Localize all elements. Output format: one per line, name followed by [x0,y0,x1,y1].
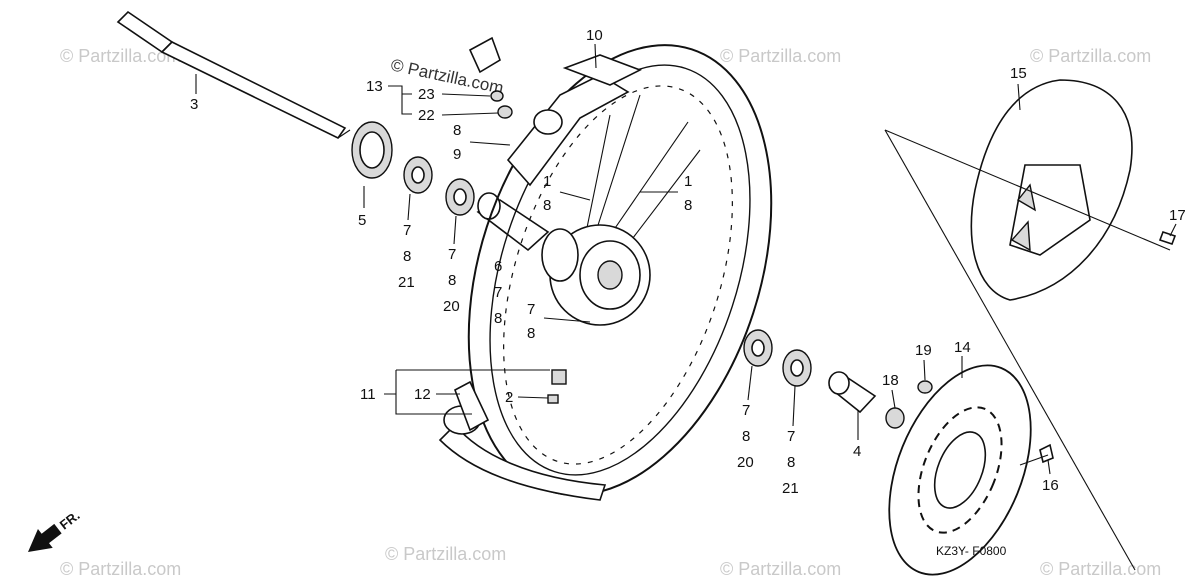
watermark: © Partzilla.com [720,559,841,579]
callout-7a: 7 [403,222,411,239]
callout-7f: 7 [787,428,795,445]
callout-8h: 8 [742,428,750,445]
watermark: © Partzilla.com [1030,46,1151,66]
callout-18: 18 [882,372,899,389]
callout-20a: 20 [443,298,460,315]
rim-lock [438,369,607,501]
callout-8b: 8 [543,197,551,214]
callout-8c: 8 [684,197,692,214]
callout-8i: 8 [787,454,795,471]
callout-8d: 8 [403,248,411,265]
callouts: 10 13 23 22 3 8 9 1 8 1 8 5 7 8 21 7 8 2… [190,27,1186,497]
callout-2: 2 [505,389,513,406]
axle [116,10,351,140]
callout-8g: 8 [527,325,535,342]
callout-7c: 7 [494,284,502,301]
watermark: © Partzilla.com [60,559,181,579]
callout-7e: 7 [742,402,750,419]
diagram-code: KZ3Y- F0800 [936,544,1007,558]
fasteners [885,230,1177,466]
callout-7d: 7 [527,301,535,318]
callout-6: 6 [494,258,502,275]
callout-21b: 21 [782,480,799,497]
brake-disc [888,364,1032,576]
watermark: © Partzilla.com [720,46,841,66]
callout-3: 3 [190,96,198,113]
callout-21a: 21 [398,274,415,291]
callout-11: 11 [360,386,376,403]
callout-10: 10 [586,27,603,44]
arrow-icon [28,523,62,552]
callout-9: 9 [453,146,461,163]
watermark: © Partzilla.com [60,46,181,66]
callout-19: 19 [915,342,932,359]
watermark: © Partzilla.com [1040,559,1161,579]
callout-22: 22 [418,107,435,124]
callout-12: 12 [414,386,431,403]
callout-16: 16 [1042,477,1059,494]
disc-guard [970,79,1133,301]
distance-collar [476,192,550,252]
wheel-assembly [467,44,773,496]
callout-8: 8 [453,122,461,139]
callout-1b: 1 [684,173,692,190]
dust-seal [351,121,393,179]
watermark: © Partzilla.com [385,544,506,564]
callout-1a: 1 [543,173,551,190]
callout-7b: 7 [448,246,456,263]
hub-tube [506,54,642,187]
callout-20b: 20 [737,454,754,471]
guide-lines [884,129,1171,571]
bearings [403,156,812,387]
callout-14: 14 [954,339,971,356]
callout-5: 5 [358,212,366,229]
callout-17: 17 [1169,207,1186,224]
callout-8e: 8 [448,272,456,289]
callout-23: 23 [418,86,435,103]
callout-15: 15 [1010,65,1027,82]
front-indicator: FR. [28,508,83,552]
callout-4: 4 [853,443,861,460]
tire-valve [468,36,513,119]
callout-13: 13 [366,78,383,95]
front-label: FR. [57,508,83,533]
callout-8f: 8 [494,310,502,327]
side-collar [828,371,877,414]
